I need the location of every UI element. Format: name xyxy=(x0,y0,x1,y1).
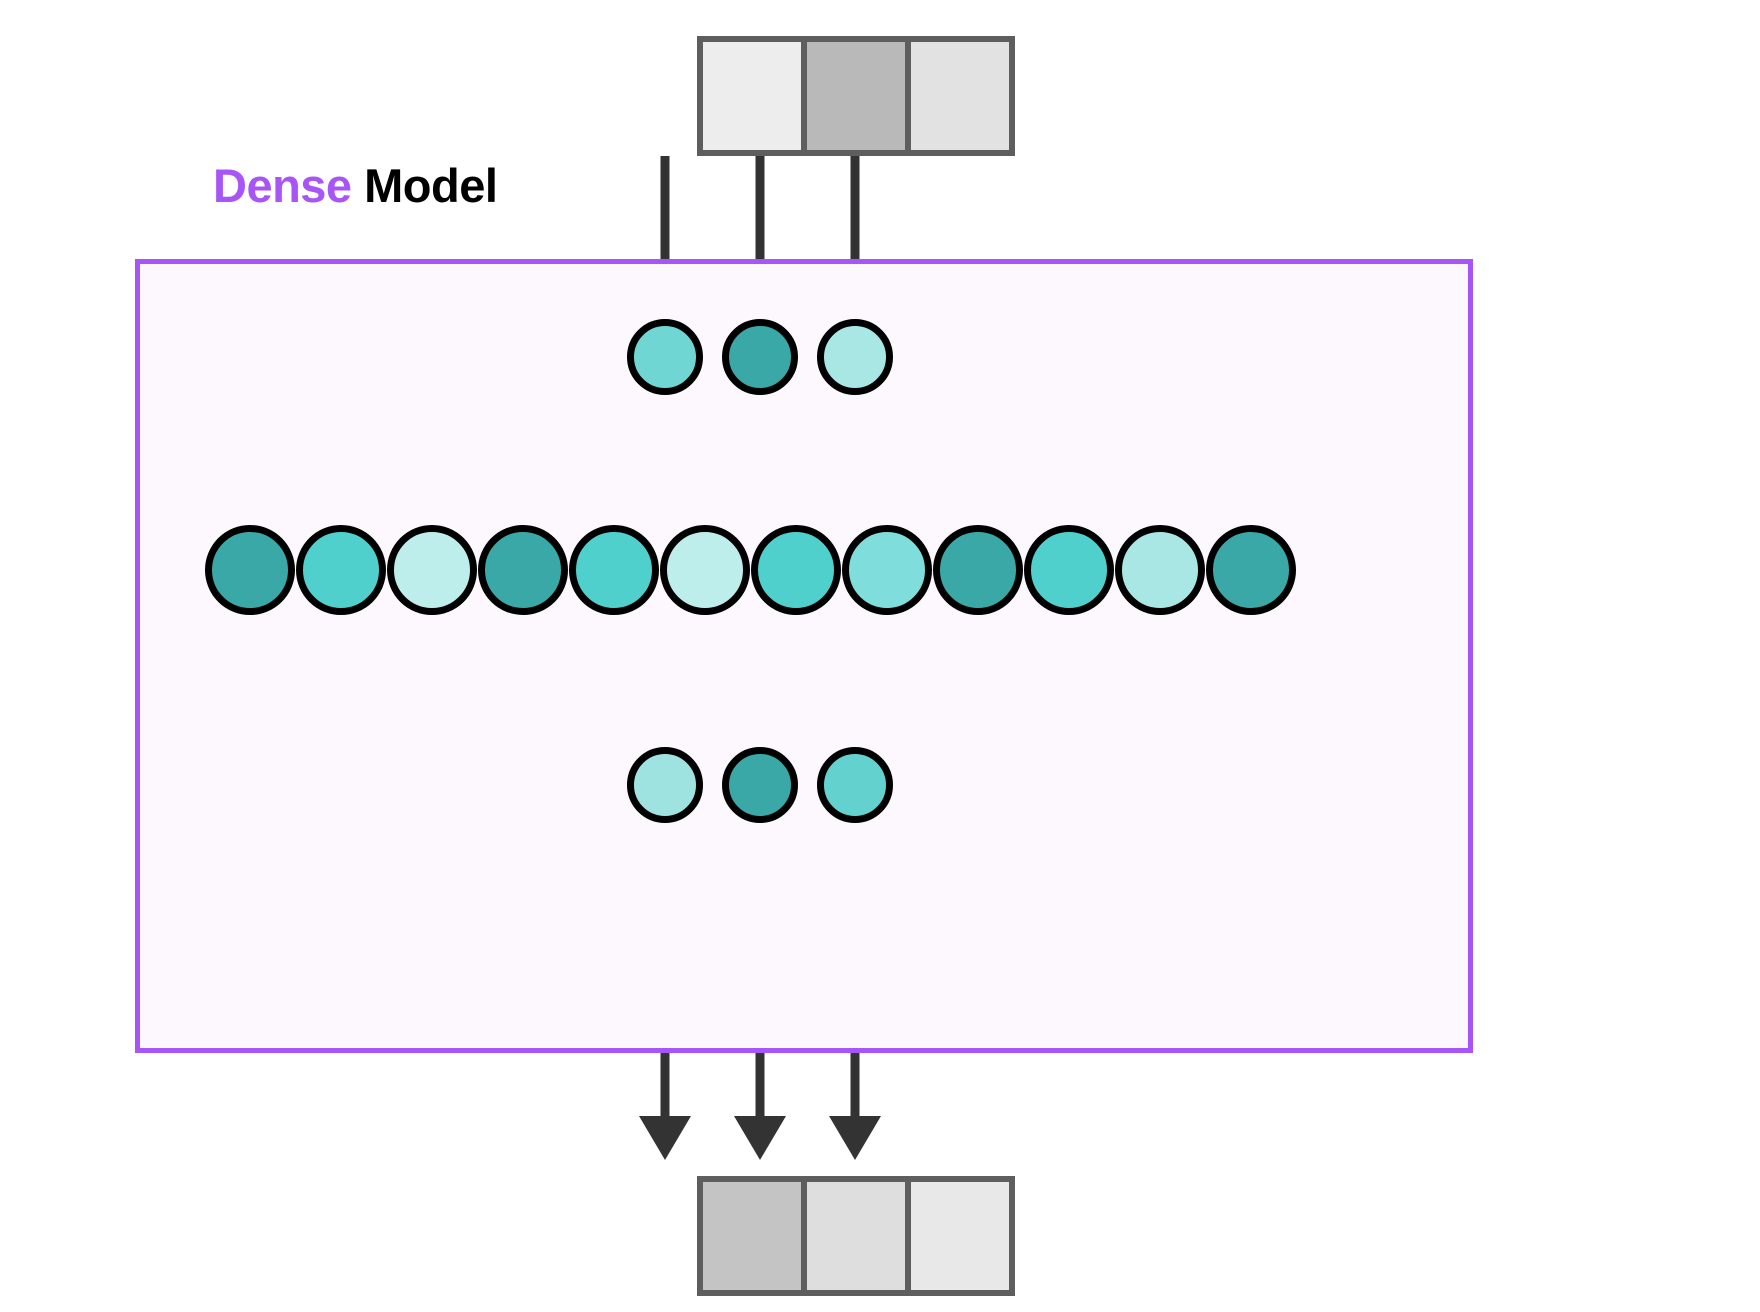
neuron-hidden-layer-3[interactable] xyxy=(387,525,477,615)
neuron-hidden-layer-9[interactable] xyxy=(933,525,1023,615)
neuron-output-layer-2[interactable] xyxy=(722,747,798,823)
dense-model-boundary xyxy=(135,259,1473,1053)
output-arrow-head-3 xyxy=(829,1116,881,1160)
neuron-input-layer-3[interactable] xyxy=(817,319,893,395)
neuron-hidden-layer-7[interactable] xyxy=(751,525,841,615)
input-token-strip[interactable] xyxy=(697,36,1015,156)
output-arrow-head-2 xyxy=(734,1116,786,1160)
title-plain-word: Model xyxy=(351,159,498,212)
page-title: Dense Model xyxy=(213,159,498,212)
neuron-hidden-layer-8[interactable] xyxy=(842,525,932,615)
neuron-input-layer-1[interactable] xyxy=(627,319,703,395)
neuron-output-layer-1[interactable] xyxy=(627,747,703,823)
input-cell-2[interactable] xyxy=(807,42,905,150)
neuron-hidden-layer-4[interactable] xyxy=(478,525,568,615)
input-cell-1[interactable] xyxy=(703,42,801,150)
output-cell-2[interactable] xyxy=(807,1182,905,1290)
neuron-output-layer-3[interactable] xyxy=(817,747,893,823)
neuron-hidden-layer-2[interactable] xyxy=(296,525,386,615)
neuron-hidden-layer-6[interactable] xyxy=(660,525,750,615)
output-token-strip[interactable] xyxy=(697,1176,1015,1296)
input-cell-3[interactable] xyxy=(911,42,1009,150)
output-cell-3[interactable] xyxy=(911,1182,1009,1290)
neuron-hidden-layer-1[interactable] xyxy=(205,525,295,615)
title-accent-word: Dense xyxy=(213,159,352,212)
neuron-hidden-layer-10[interactable] xyxy=(1024,525,1114,615)
output-cell-1[interactable] xyxy=(703,1182,801,1290)
neuron-hidden-layer-11[interactable] xyxy=(1115,525,1205,615)
neuron-input-layer-2[interactable] xyxy=(722,319,798,395)
neuron-hidden-layer-5[interactable] xyxy=(569,525,659,615)
neuron-hidden-layer-12[interactable] xyxy=(1206,525,1296,615)
output-arrow-head-1 xyxy=(639,1116,691,1160)
